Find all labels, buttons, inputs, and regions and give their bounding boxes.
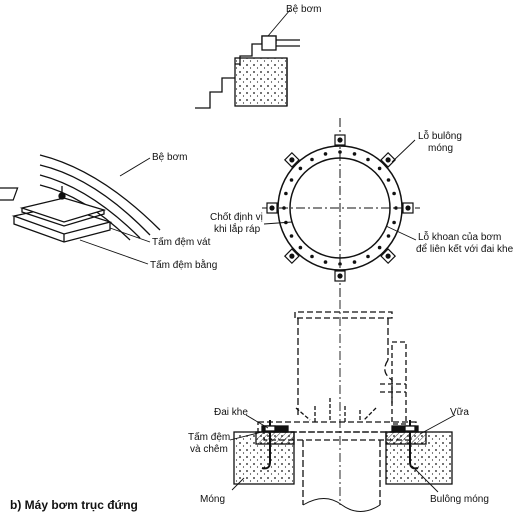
flange-inner <box>289 157 391 259</box>
bolt-hole <box>289 234 294 238</box>
bolt-hole <box>284 191 288 196</box>
top-steps <box>195 77 235 109</box>
anchor-lug <box>334 134 346 146</box>
anchor-lug <box>402 202 414 214</box>
top-base-detail <box>195 9 300 109</box>
bolt-hole <box>366 254 370 259</box>
pump-foot-plate <box>0 187 19 201</box>
bolt-hole <box>282 206 286 210</box>
anchor-lug <box>380 248 397 265</box>
label-tam-dem-bang: Tấm đệm bằng <box>150 260 218 271</box>
bolt-hole <box>366 157 370 162</box>
label-lo-khoan-line1: Lỗ khoan của bơm <box>418 232 502 243</box>
label-be-bom-top: Bệ bơm <box>286 4 322 15</box>
label-dai-khe: Đai khe <box>214 407 248 418</box>
top-base-concrete <box>234 57 288 107</box>
pump-elevation <box>229 300 456 512</box>
label-lo-bulong-line1: Lỗ bulông <box>418 131 462 142</box>
figure-caption: b) Máy bơm trục đứng <box>10 498 138 512</box>
left-grout <box>255 431 295 445</box>
label-tam-dem-line1: Tấm đệm <box>188 432 231 443</box>
bolt-hole <box>310 254 314 259</box>
bolt-hole <box>352 152 357 156</box>
bolt-hole <box>394 206 398 210</box>
bolt-hole <box>298 245 303 250</box>
pump-top-rim <box>294 311 393 319</box>
flange-plan-view <box>262 118 420 300</box>
bolt-hole <box>377 245 382 250</box>
bolt-hole <box>386 178 391 182</box>
flange-outer <box>277 145 403 271</box>
bolt-hole <box>386 234 391 238</box>
bolt-hole <box>310 157 314 162</box>
label-chot-line2: khi lắp ráp <box>214 224 261 235</box>
bolt-hole <box>338 150 342 154</box>
bolt-hole <box>323 260 328 264</box>
discharge-nozzle <box>391 341 407 425</box>
bolt-hole <box>289 178 294 182</box>
label-lo-khoan-line2: để liên kết với đai khe <box>416 244 514 255</box>
curve-1 <box>39 154 161 231</box>
label-chot-line1: Chốt định vị <box>210 212 263 223</box>
bolt-hole <box>377 166 382 171</box>
top-leader <box>267 9 291 37</box>
label-vua: Vữa <box>450 407 469 418</box>
bolt-hole <box>392 220 396 225</box>
left-shim-detail <box>0 154 161 265</box>
top-pump-block <box>261 35 277 51</box>
label-be-bom-left: Bệ bơm <box>152 152 188 163</box>
bolt-hole <box>352 260 357 264</box>
anchor-lug <box>283 151 300 168</box>
anchor-lugs <box>266 134 414 282</box>
label-lo-bulong-line2: móng <box>428 143 454 154</box>
bolt-hole <box>338 262 342 266</box>
left-anchor-bolt <box>261 420 271 470</box>
anchor-lug <box>283 248 300 265</box>
label-tam-dem-vat: Tấm đệm vát <box>152 237 211 248</box>
anchor-lug <box>266 202 278 214</box>
bolt-hole <box>323 152 328 156</box>
label-tam-dem-line2: và chêm <box>190 444 228 455</box>
anchor-lug <box>380 151 397 168</box>
label-bulong-mong: Bulông móng <box>430 494 489 505</box>
bolt-hole <box>392 191 396 196</box>
label-mong: Móng <box>200 494 226 505</box>
anchor-lug <box>334 270 346 282</box>
bolt-holes <box>282 150 398 266</box>
right-anchor-bolt <box>409 420 419 470</box>
bolt-hole <box>298 166 303 171</box>
